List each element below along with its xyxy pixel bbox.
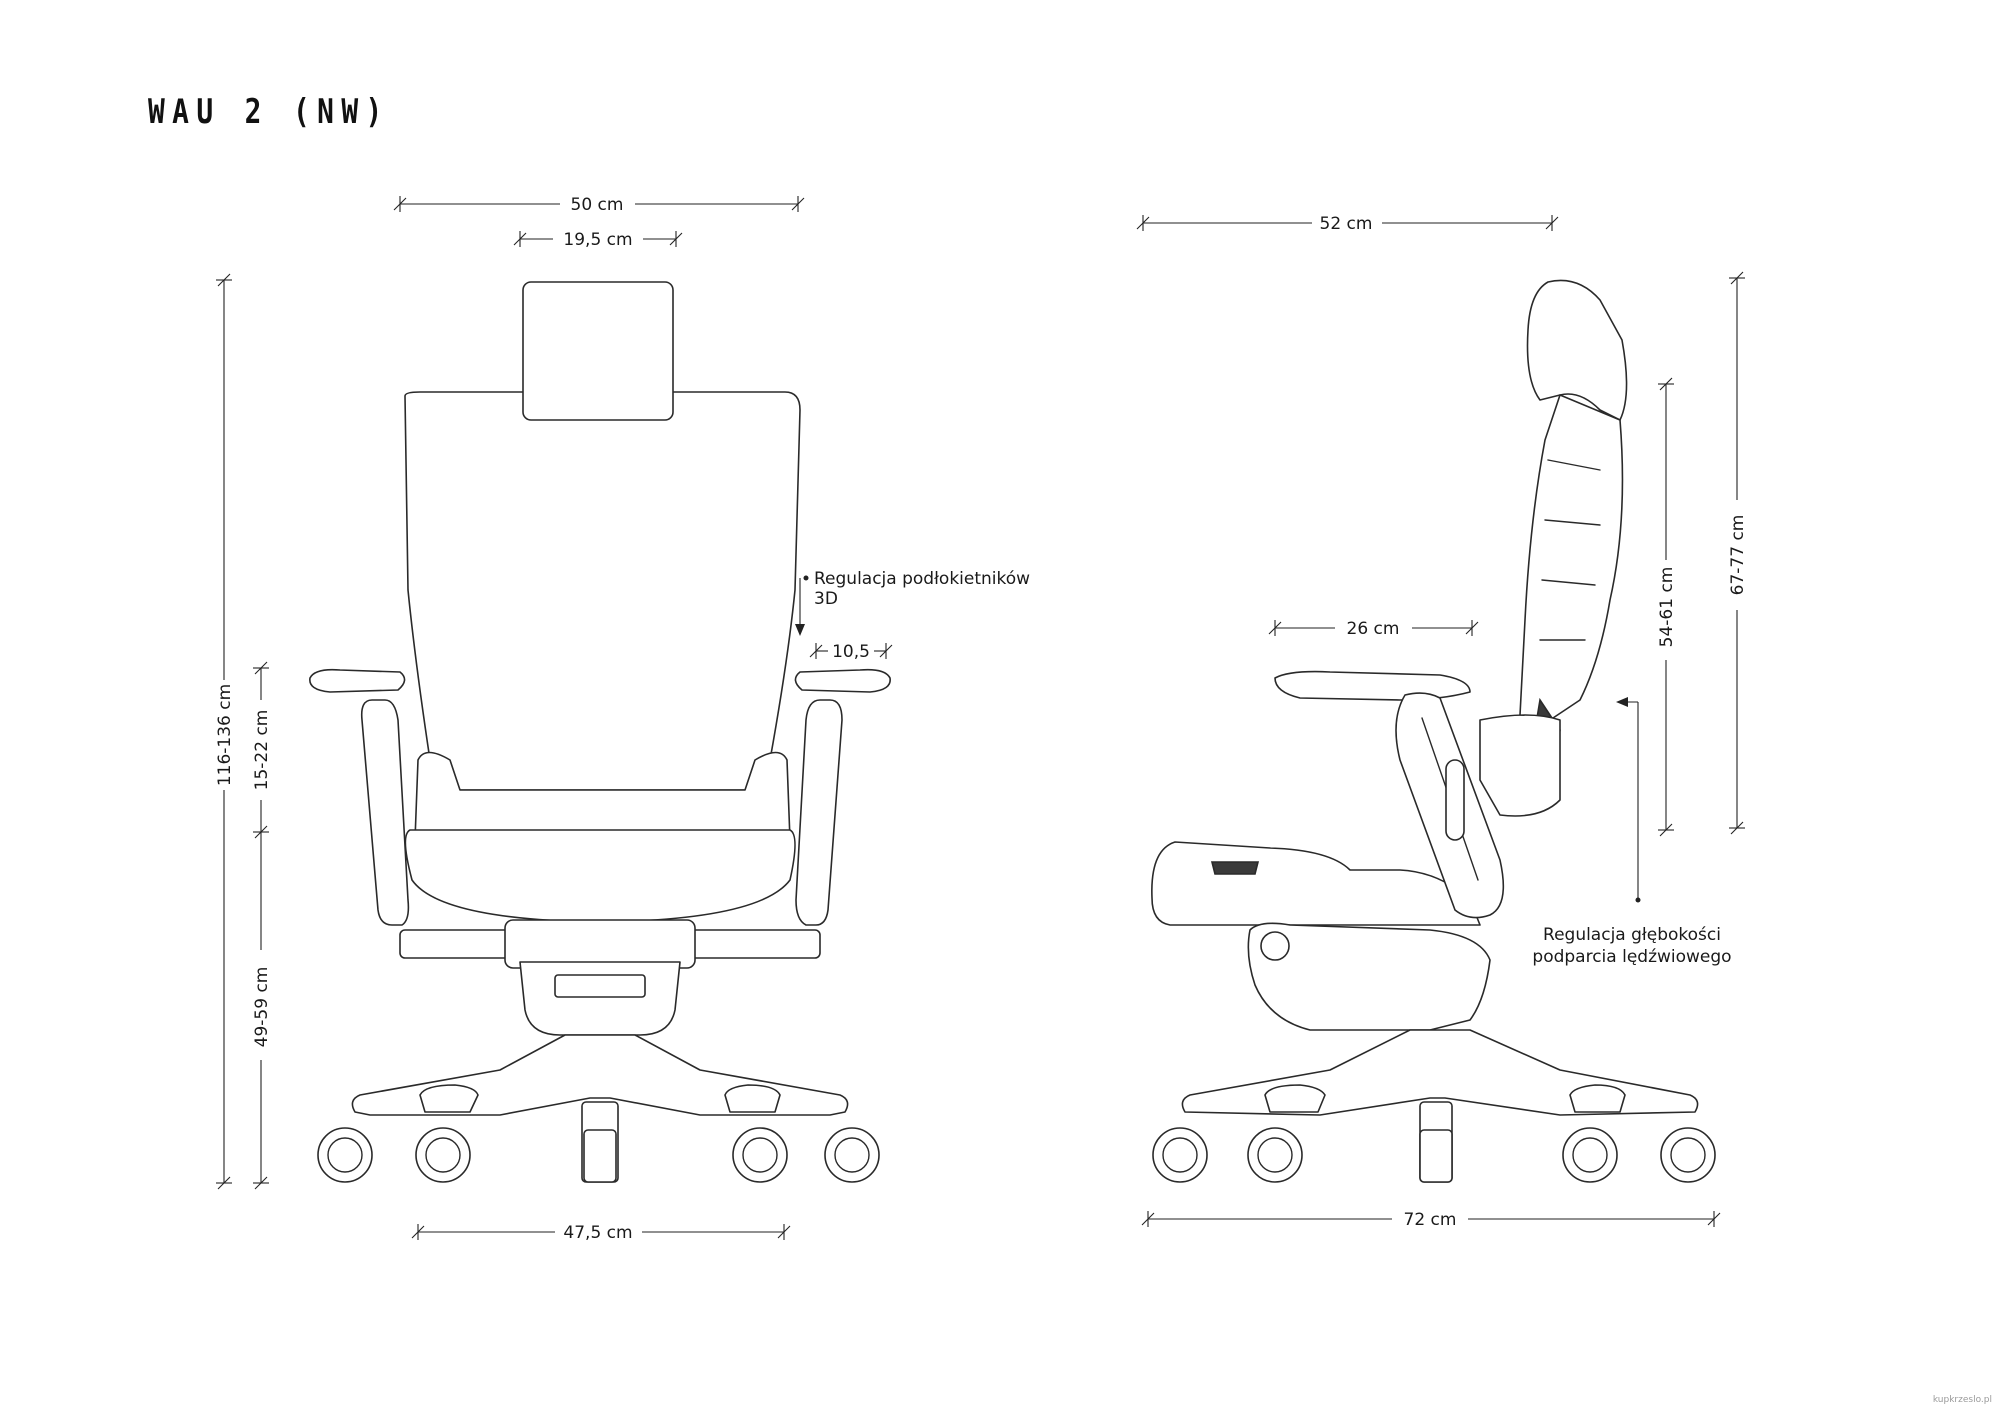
label-total-height: 116-136 cm bbox=[215, 684, 235, 786]
armrest-adjustment-note: Regulacja podłokietników 3D bbox=[795, 569, 1030, 636]
label-armrest-depth: 26 cm bbox=[1347, 619, 1400, 639]
label-width-total: 50 cm bbox=[571, 195, 624, 215]
front-caster-2 bbox=[415, 1127, 471, 1183]
label-base-depth: 72 cm bbox=[1404, 1210, 1457, 1230]
label-back-total-height: 67-77 cm bbox=[1728, 515, 1748, 596]
lumbar-note-line2: podparcia lędźwiowego bbox=[1532, 947, 1731, 967]
watermark-text: kupkrzeslo.pl bbox=[1933, 1395, 1992, 1405]
front-caster-1 bbox=[317, 1127, 373, 1183]
armrest-note-line1: Regulacja podłokietników bbox=[814, 569, 1030, 589]
label-depth-top: 52 cm bbox=[1320, 214, 1373, 234]
dim-width-total: 50 cm bbox=[393, 195, 805, 215]
front-caster-5 bbox=[824, 1127, 880, 1183]
front-caster-4 bbox=[732, 1127, 788, 1183]
side-caster-4 bbox=[1562, 1127, 1618, 1183]
dim-armrest-depth: 26 cm bbox=[1268, 619, 1479, 639]
label-seat-height: 49-59 cm bbox=[252, 967, 272, 1048]
front-caster-3 bbox=[583, 1129, 617, 1183]
armrest-note-line2: 3D bbox=[814, 589, 838, 609]
dim-seat-height: 49-59 cm bbox=[252, 832, 272, 1190]
lumbar-note-line1: Regulacja głębokości bbox=[1543, 925, 1721, 945]
dim-base-depth: 72 cm bbox=[1141, 1210, 1721, 1230]
label-base-width: 47,5 cm bbox=[563, 1223, 632, 1243]
label-backrest-height: 54-61 cm bbox=[1657, 567, 1677, 648]
side-caster-3 bbox=[1419, 1129, 1453, 1183]
label-armrest-adjust: 10,5 bbox=[832, 642, 870, 662]
dim-headrest-width: 19,5 cm bbox=[513, 230, 683, 250]
dim-total-height: 116-136 cm bbox=[215, 273, 235, 1190]
side-view-chair bbox=[1151, 279, 1716, 1183]
dim-back-total-height: 67-77 cm bbox=[1728, 271, 1748, 835]
dim-armrest-adjust: 10,5 bbox=[809, 642, 893, 662]
side-caster-2 bbox=[1247, 1127, 1303, 1183]
side-caster-5 bbox=[1660, 1127, 1716, 1183]
dim-base-width: 47,5 cm bbox=[411, 1223, 791, 1243]
product-title: WAU 2 (NW) bbox=[148, 92, 390, 132]
side-caster-1 bbox=[1152, 1127, 1208, 1183]
dim-depth-top: 52 cm bbox=[1136, 214, 1559, 234]
lumbar-adjustment-note: Regulacja głębokości podparcia lędźwiowe… bbox=[1532, 697, 1732, 967]
label-armrest-height: 15-22 cm bbox=[252, 710, 272, 791]
dim-armrest-height: 15-22 cm bbox=[252, 661, 272, 839]
front-view-chair bbox=[309, 281, 891, 1183]
dim-backrest-height: 54-61 cm bbox=[1657, 377, 1677, 837]
label-headrest-width: 19,5 cm bbox=[563, 230, 632, 250]
